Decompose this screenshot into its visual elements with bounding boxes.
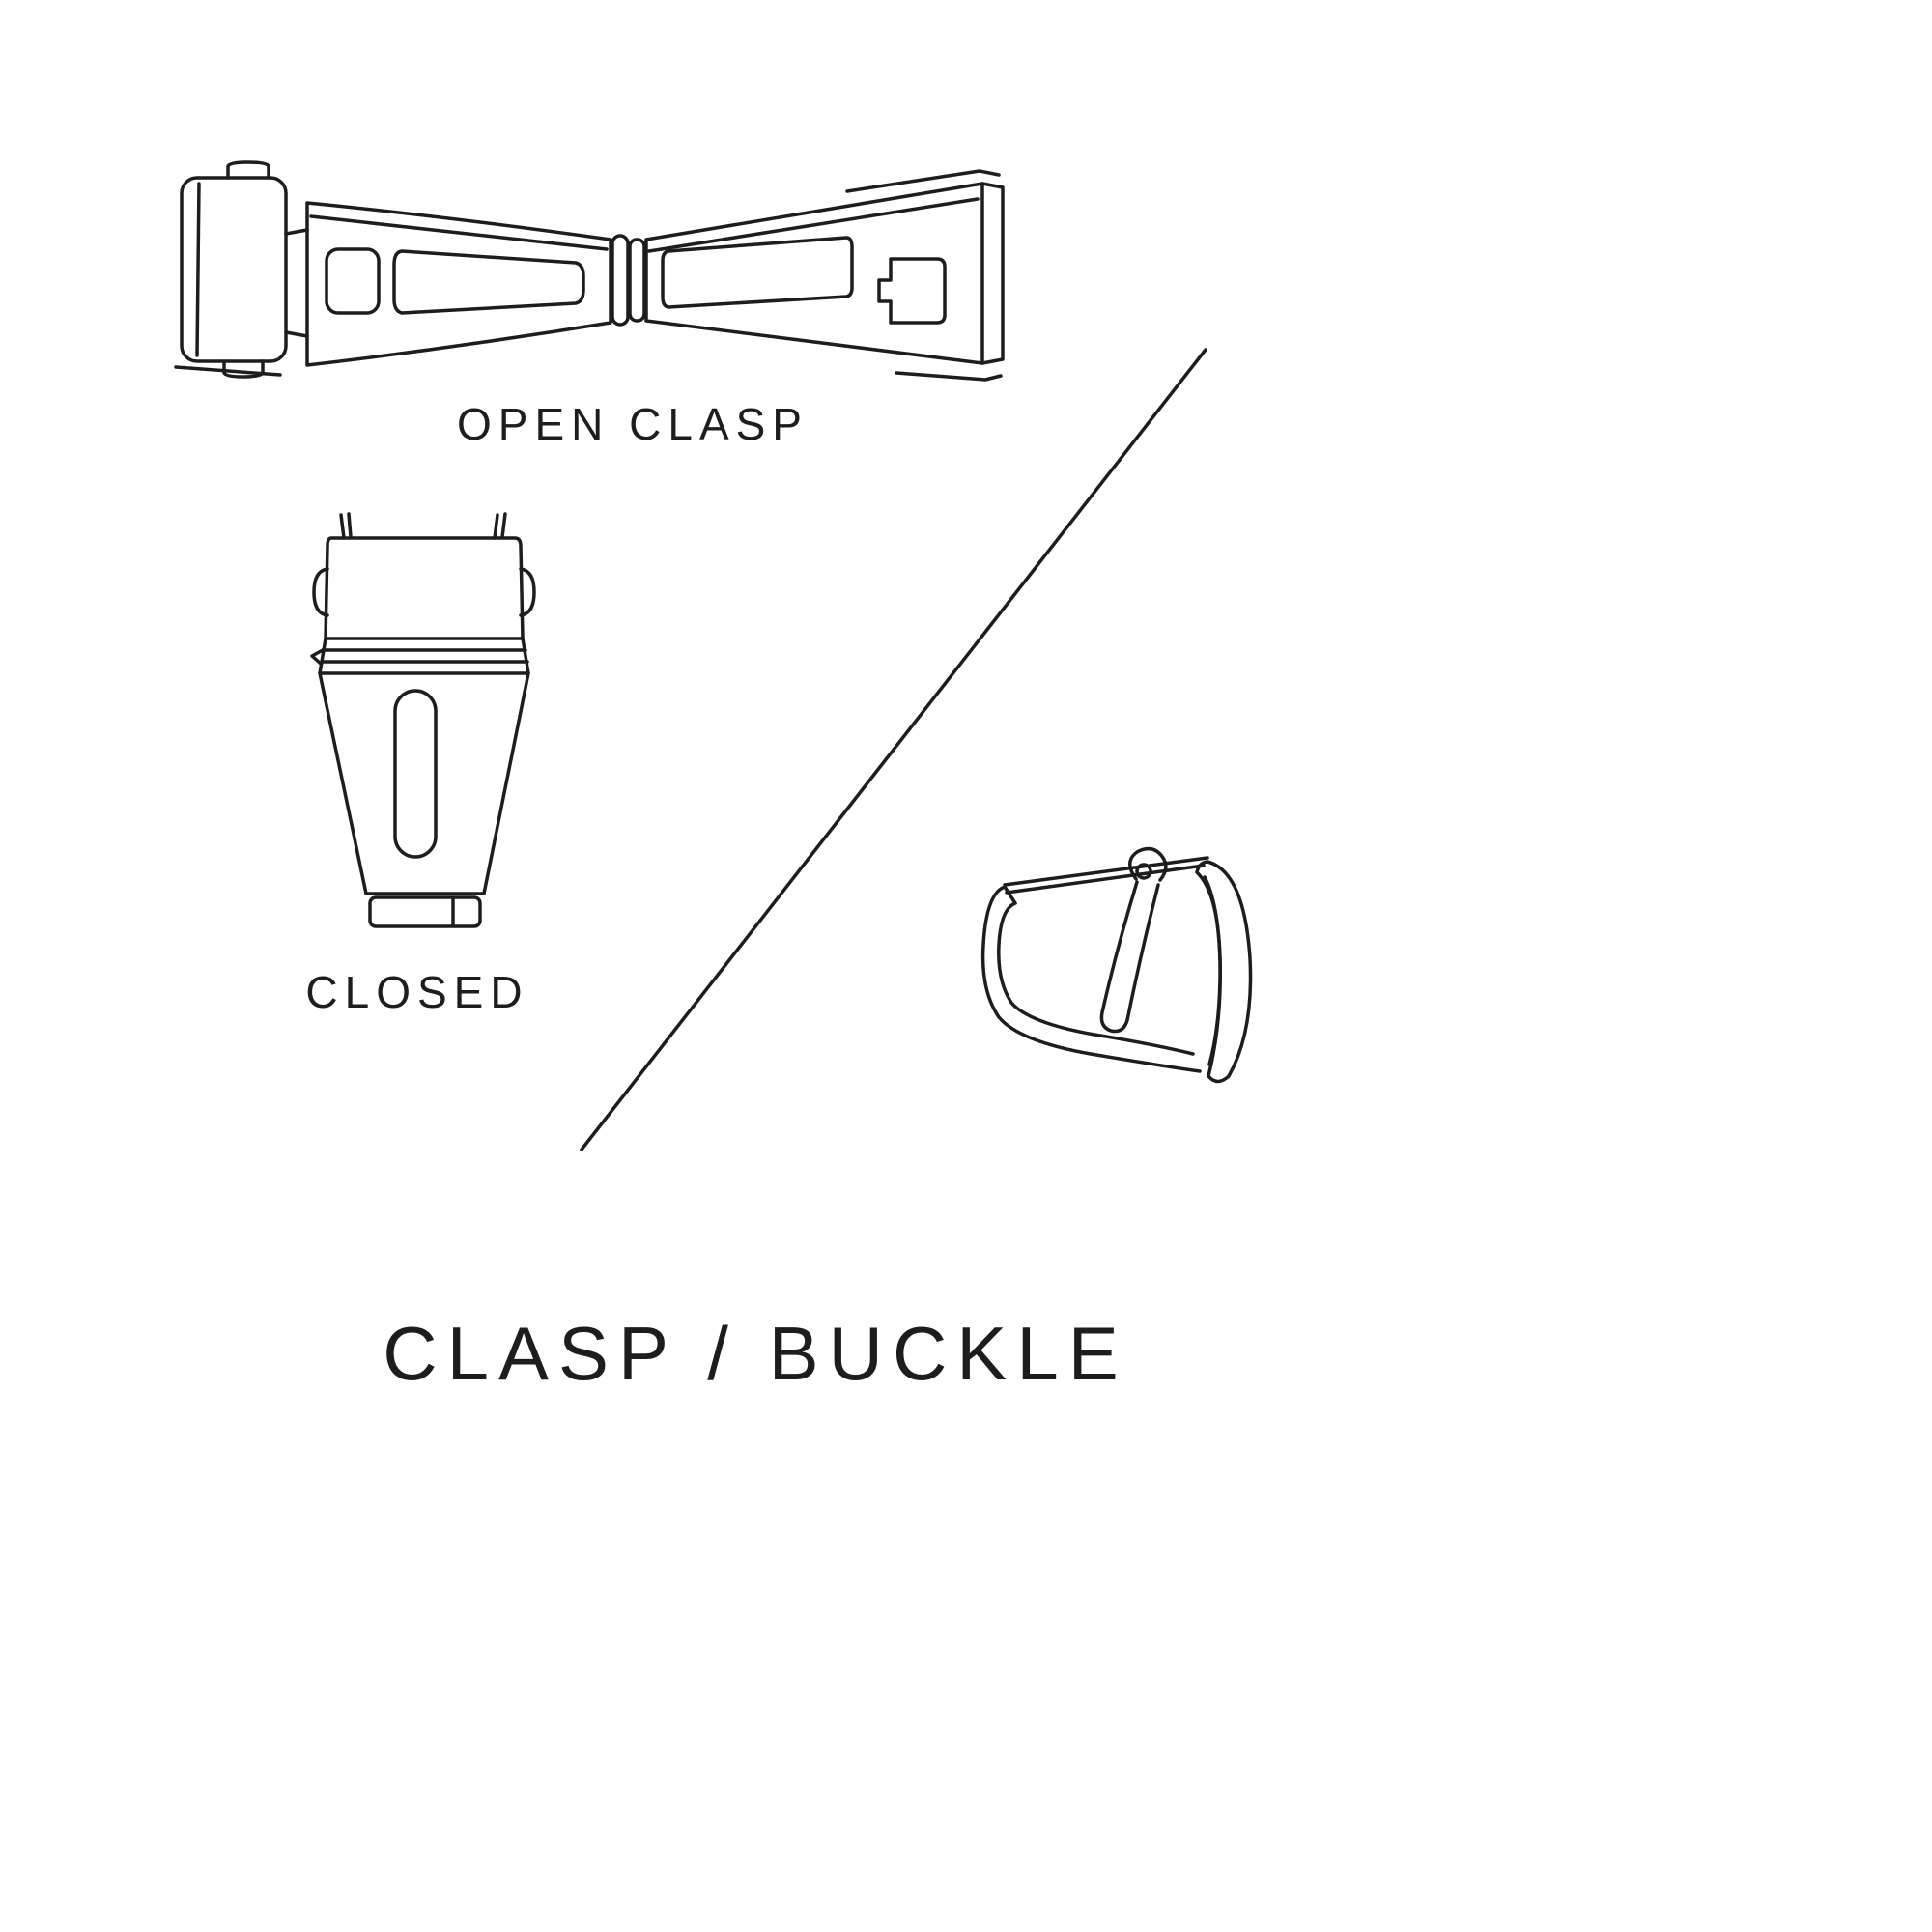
open-clasp-illustration: [174, 160, 1005, 382]
open-clasp-label: OPEN CLASP: [457, 399, 809, 449]
closed-clasp-illustration: [310, 512, 536, 928]
closed-clasp-label: CLOSED: [305, 967, 529, 1017]
tang-buckle-illustration: [980, 846, 1253, 1084]
page-title: CLASP / BUCKLE: [383, 1311, 1128, 1396]
